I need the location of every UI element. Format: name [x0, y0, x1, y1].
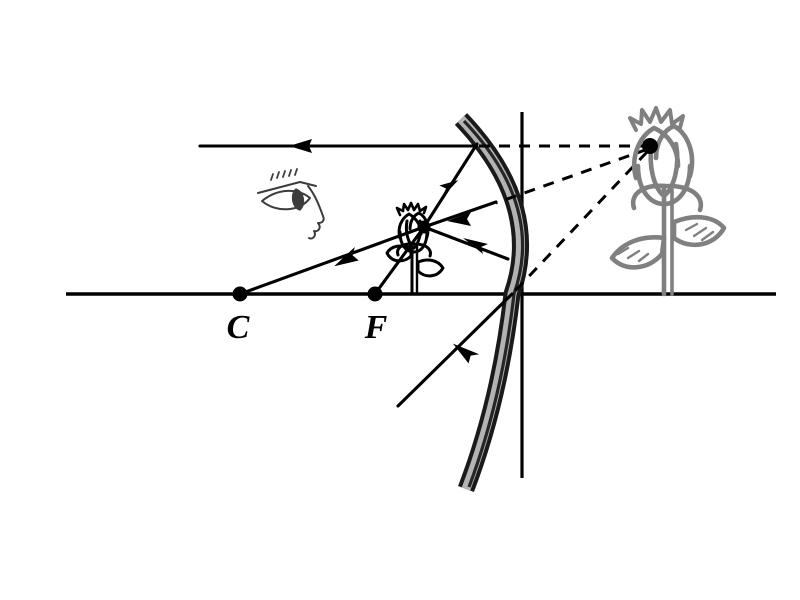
image-tip-point	[417, 220, 431, 234]
dashed-object-ray-middle	[495, 147, 649, 205]
object-tip-point	[642, 138, 658, 154]
center-of-curvature-point	[232, 286, 248, 302]
vertex-reflected-ray-arrow	[452, 343, 480, 364]
focal-point-point	[367, 286, 383, 302]
dashed-construction-rays	[478, 144, 650, 294]
object-flower	[609, 106, 727, 297]
observer-eye	[257, 168, 325, 240]
ray-through-center-arrow	[334, 246, 359, 267]
object-leaf-left	[609, 235, 667, 270]
object-bloom-inner-petal	[648, 141, 680, 199]
image-leaf-right	[416, 258, 445, 278]
reflected-ray-middle-arrow	[447, 212, 471, 226]
eye-brow-line	[257, 181, 317, 194]
image-bloom-cup	[398, 230, 429, 254]
object-leaf-right	[671, 214, 727, 248]
label-focal-point: F	[364, 309, 388, 346]
vertex-reflected-ray	[396, 292, 514, 408]
face-profile-line	[307, 185, 325, 240]
object-leaf-right-veins	[684, 222, 715, 242]
eye-lashes-icon	[270, 168, 298, 181]
image-flower	[385, 201, 445, 296]
object-bloom-crown	[628, 106, 685, 132]
object-bloom-cup	[635, 163, 693, 207]
object-leaf-left-veins	[616, 246, 650, 263]
reflected-ray-middle	[422, 200, 498, 229]
mirror-reflective-face	[462, 119, 525, 488]
dashed-object-ray-vertex	[512, 150, 649, 294]
ray-through-center-of-curvature	[238, 225, 426, 296]
concave-mirror	[454, 113, 529, 493]
solid-rays	[198, 139, 514, 408]
reflected-ray-upper-arrow	[439, 180, 459, 198]
object-bloom-sepals	[630, 183, 704, 213]
parallel-incident-ray-arrow	[289, 139, 312, 153]
label-center-of-curvature: C	[227, 309, 250, 346]
eye-pupil-icon	[291, 188, 305, 211]
image-bloom-crown	[395, 201, 428, 217]
eye-outline-icon	[261, 189, 311, 211]
reflected-ray-lower-arrow	[463, 238, 488, 254]
reflected-ray-lower	[422, 225, 510, 261]
